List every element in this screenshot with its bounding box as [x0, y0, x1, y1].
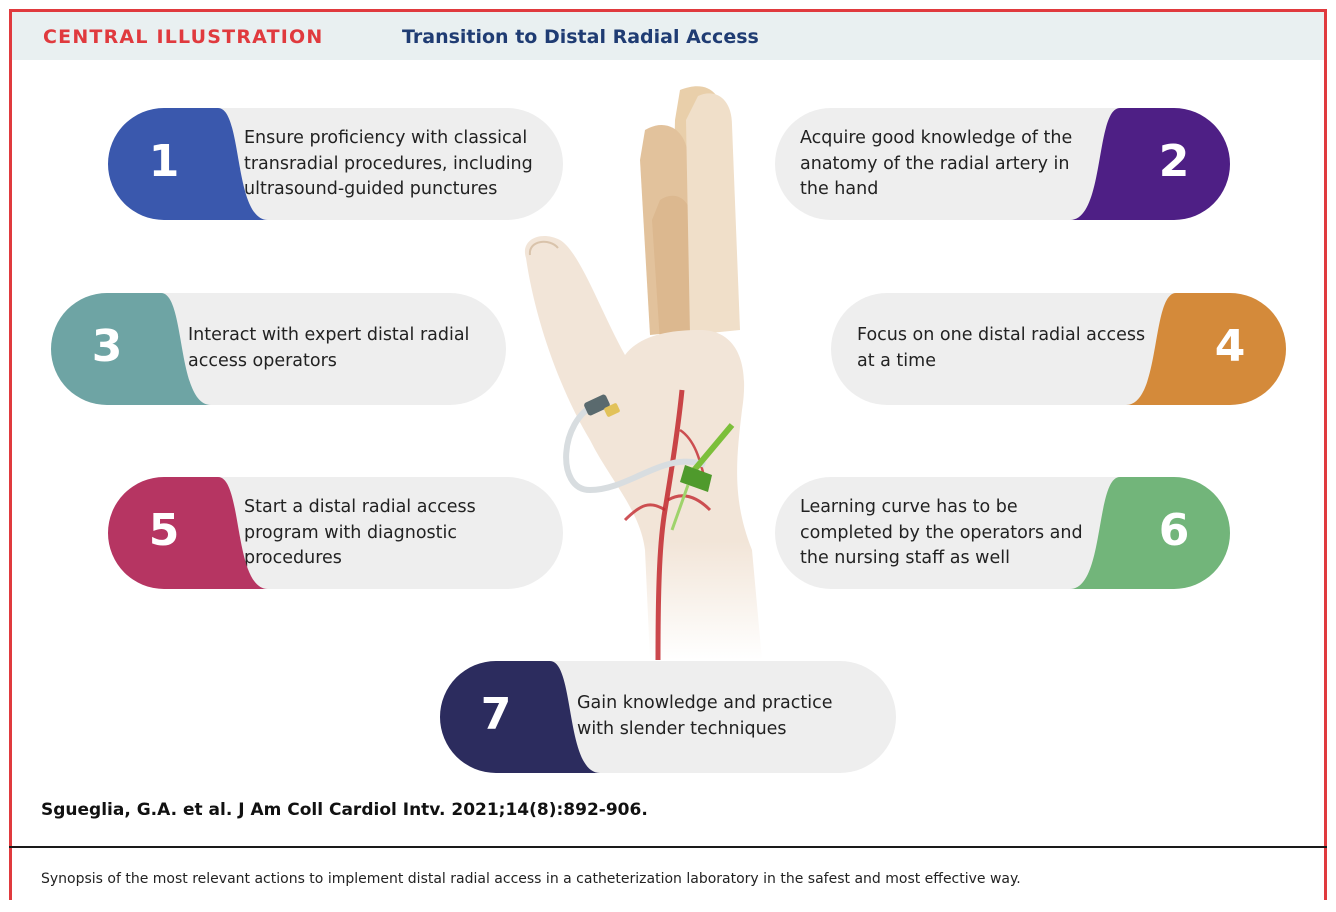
step-2-number: 2: [1158, 136, 1190, 187]
synopsis: Synopsis of the most relevant actions to…: [41, 871, 1021, 887]
step-4-number: 4: [1214, 321, 1246, 372]
citation: Sgueglia, G.A. et al. J Am Coll Cardiol …: [41, 800, 648, 820]
step-7-number: 7: [480, 689, 512, 740]
step-1-number: 1: [148, 136, 180, 187]
figure-frame: [9, 9, 1327, 900]
step-5-number: 5: [148, 505, 180, 556]
step-2-badge: 2: [1070, 108, 1230, 220]
step-4-badge: 4: [1126, 293, 1286, 405]
step-3-badge: 3: [51, 293, 211, 405]
step-5-badge: 5: [108, 477, 268, 589]
step-3-number: 3: [91, 321, 123, 372]
step-6-number: 6: [1158, 505, 1190, 556]
central-illustration-label: CENTRAL ILLUSTRATION: [43, 26, 324, 48]
divider: [9, 846, 1327, 848]
step-6-badge: 6: [1070, 477, 1230, 589]
figure-header: CENTRAL ILLUSTRATION Transition to Dista…: [12, 12, 1324, 60]
step-1-badge: 1: [108, 108, 268, 220]
figure-title: Transition to Distal Radial Access: [402, 26, 759, 48]
hand-with-radial-artery-sheath-icon: [524, 86, 762, 660]
step-7-badge: 7: [440, 661, 600, 773]
